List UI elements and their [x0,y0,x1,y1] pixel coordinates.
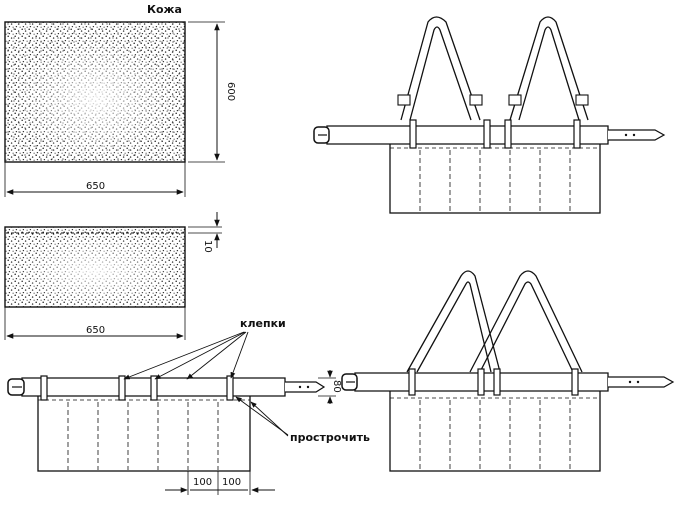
pocket-body [37,384,251,472]
pocket-width-2: 100 [222,477,241,488]
belt-height-dimension: 80 [318,370,342,404]
fold-dimension: 10 [188,212,222,253]
leather-panel-full: Кожа 600 650 [4,3,236,197]
height-dimension: 600 [188,21,236,163]
leather-panel-folded: 10 650 [4,212,222,340]
rivets-label: клепки [240,317,286,330]
assembly-view: клепки прострочить 80 100 100 [7,317,370,495]
belt-height-value: 80 [331,380,342,393]
material-label: Кожа [147,3,182,16]
width-value: 650 [86,181,105,192]
bag-view-crossed-straps [341,270,675,472]
width-value-2: 650 [86,325,105,336]
bag-view-parallel-straps [313,16,666,214]
fold-value: 10 [202,240,213,253]
width-dimension-2: 650 [4,307,186,340]
pocket-width-dimension: 100 100 [165,471,275,495]
width-dimension: 650 [4,162,186,197]
belt [7,377,326,397]
stitch-label: прострочить [290,431,370,444]
pocket-width-1: 100 [193,477,212,488]
height-value: 600 [225,82,236,101]
